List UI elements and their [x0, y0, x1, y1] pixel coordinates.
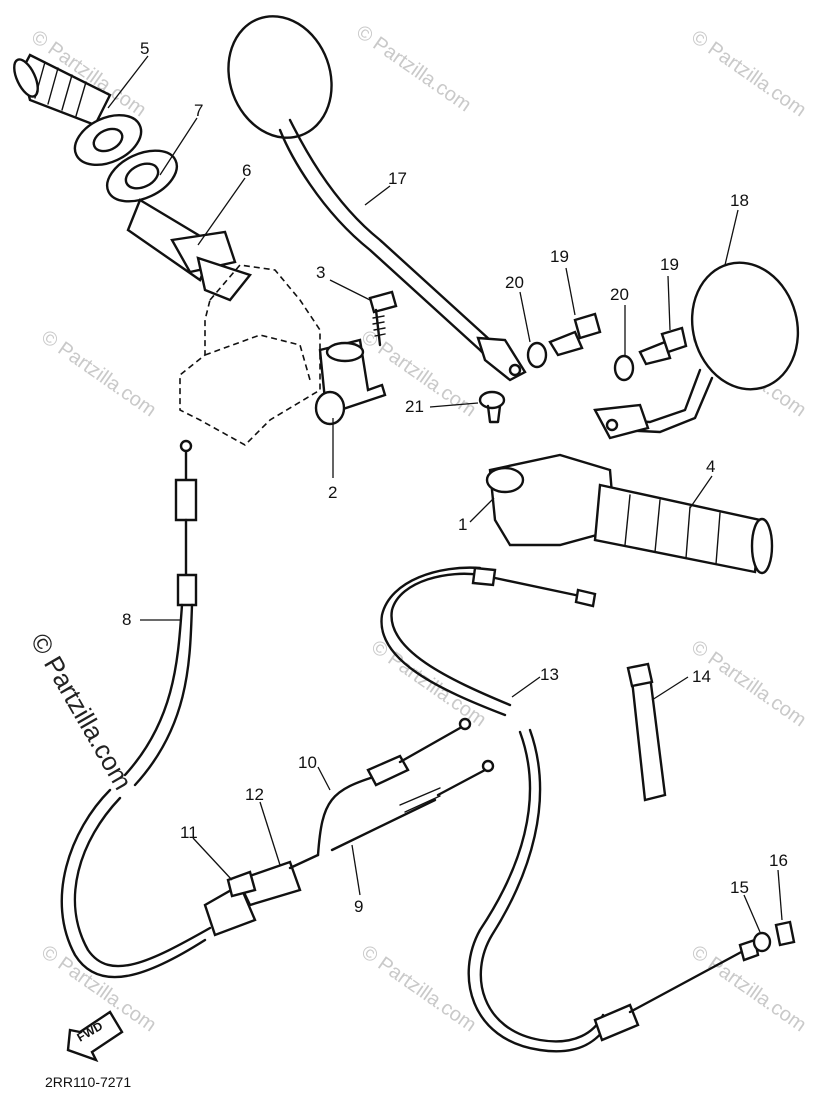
callout-13: 13: [540, 665, 559, 684]
cable-10-part: [316, 717, 472, 857]
bolt-part: [368, 290, 398, 347]
callout-9: 9: [354, 897, 363, 916]
callout-1: 1: [458, 515, 467, 534]
watermark: © Partzilla.com: [37, 326, 160, 421]
direction-badge: FWD: [66, 1010, 124, 1063]
callout-17: 17: [388, 169, 407, 188]
cable-9-part: [330, 759, 495, 852]
callout-6: 6: [242, 161, 251, 180]
callout-12: 12: [245, 785, 264, 804]
callout-15: 15: [730, 878, 749, 897]
washer-part: [73, 113, 178, 203]
switch-housing-outline: [179, 264, 321, 446]
watermark: © Partzilla.com: [687, 26, 810, 121]
callout-10: 10: [298, 753, 317, 772]
callout-labels: 5 7 6 17 18 19 19 3 20 20 21 4 2 1 8 13 …: [122, 39, 788, 916]
holder-part: [314, 338, 387, 426]
callout-16: 16: [769, 851, 788, 870]
callout-14: 14: [692, 667, 711, 686]
callout-20b: 20: [610, 285, 629, 304]
callout-18: 18: [730, 191, 749, 210]
band-part: [626, 662, 667, 802]
cable-13-part: [380, 566, 760, 1053]
callout-8: 8: [122, 610, 131, 629]
left-grip-part: [13, 53, 112, 127]
nut-and-end: [752, 920, 796, 953]
callout-3: 3: [316, 263, 325, 282]
leader-lines: [107, 55, 783, 933]
throttle-assembly: [485, 453, 774, 575]
handlebar-part: [126, 198, 253, 302]
watermark: © Partzilla.com: [357, 941, 480, 1036]
callout-2: 2: [328, 483, 337, 502]
throttle-cable-part: [60, 439, 212, 979]
cable-joint: [203, 853, 320, 937]
callout-20a: 20: [505, 273, 524, 292]
watermark-large: © Partzilla.com: [25, 628, 139, 795]
right-mirror-part: [593, 261, 800, 440]
callout-19b: 19: [660, 255, 679, 274]
callout-11: 11: [180, 823, 198, 842]
callout-4: 4: [706, 457, 715, 476]
left-mirror-part: [227, 15, 527, 382]
callout-5: 5: [140, 39, 149, 58]
bolt-washer-set: [526, 312, 688, 382]
callout-7: 7: [194, 101, 203, 120]
callout-19a: 19: [550, 247, 569, 266]
watermark: © Partzilla.com: [352, 21, 475, 116]
callout-21: 21: [405, 397, 424, 416]
screw-part: [478, 390, 506, 424]
watermark: © Partzilla.com: [367, 636, 490, 731]
drawing-code: 2RR110-7271: [45, 1074, 131, 1090]
